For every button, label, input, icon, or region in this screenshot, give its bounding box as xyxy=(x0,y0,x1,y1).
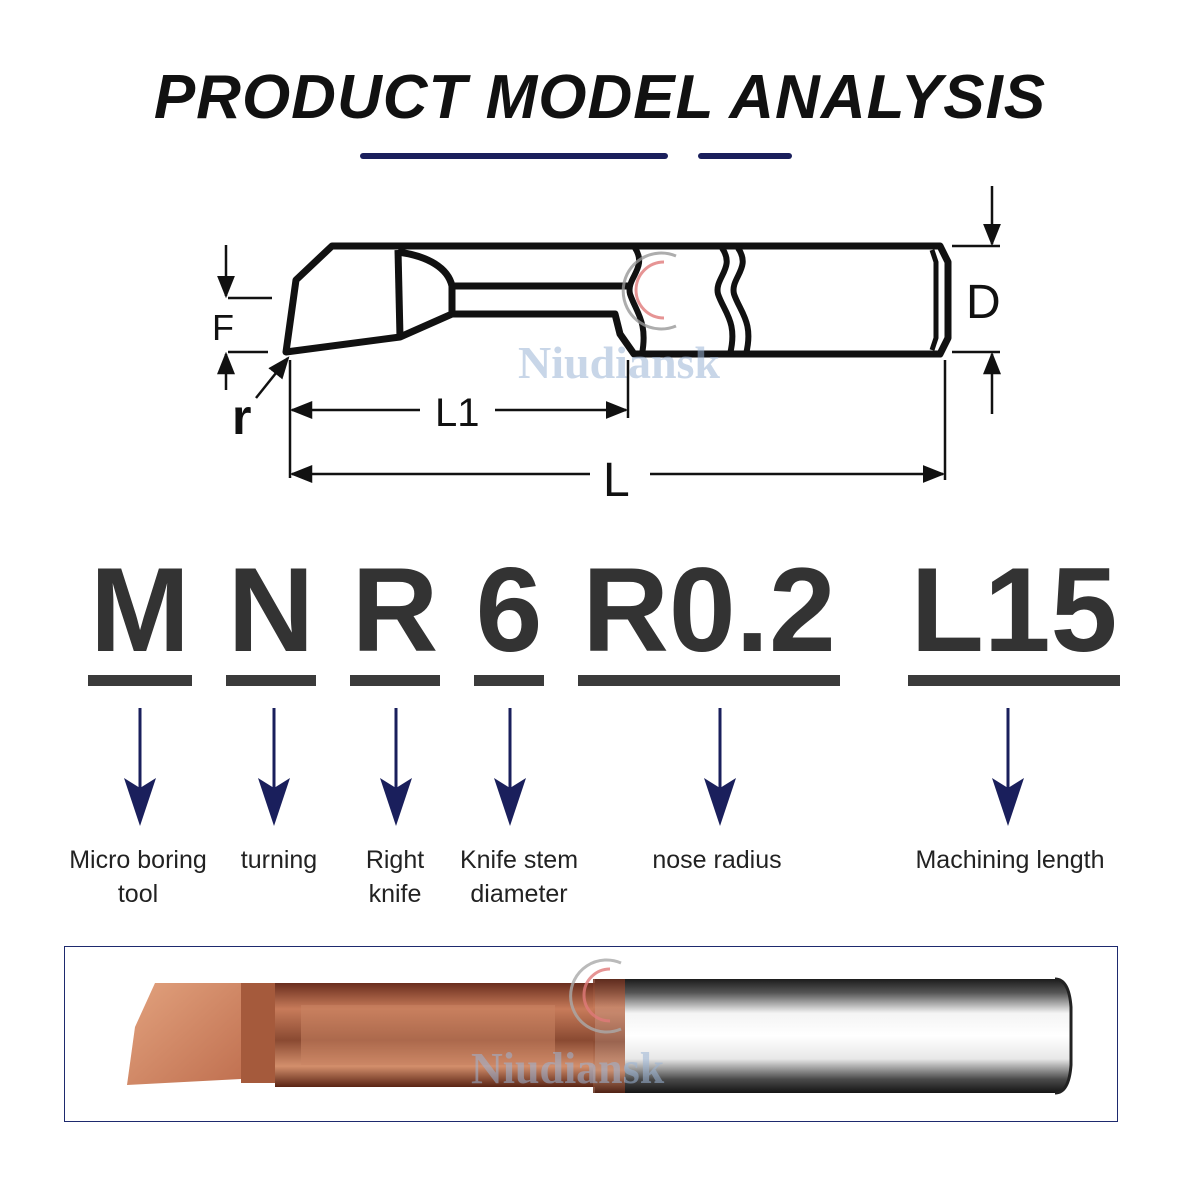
dimension-D xyxy=(952,186,1001,414)
down-arrow-icon xyxy=(494,708,526,826)
underline-6 xyxy=(474,675,544,686)
code-part-6: 6 xyxy=(475,543,543,677)
watermark-logo-top xyxy=(621,251,677,331)
label-L: L xyxy=(603,454,630,507)
underline-L15 xyxy=(908,675,1120,686)
label-D: D xyxy=(966,276,1001,329)
underline-M xyxy=(88,675,192,686)
down-arrow-icon xyxy=(124,708,156,826)
code-part-R0.2: R0.2 xyxy=(582,543,836,677)
down-arrow-icon xyxy=(992,708,1024,826)
page-title: PRODUCT MODEL ANALYSIS xyxy=(153,63,1047,132)
title-underline-short xyxy=(698,153,792,159)
tool-drawing: Niudiansk F r L1 L D xyxy=(212,186,1001,507)
label-L1: L1 xyxy=(435,391,480,435)
product-image: Niudiansk xyxy=(127,958,1073,1095)
title-underline-long xyxy=(360,153,668,159)
dimension-L1 xyxy=(288,360,630,478)
code-part-N: N xyxy=(227,543,315,677)
underline-R xyxy=(350,675,440,686)
meaning-R0.2: nose radius xyxy=(652,846,782,874)
code-part-M: M xyxy=(90,543,190,677)
meaning-6: Knife stem diameter xyxy=(459,846,579,908)
meaning-M: Micro boring tool xyxy=(69,846,207,908)
meaning-L15: Machining length xyxy=(915,846,1105,874)
watermark-logo-bottom xyxy=(569,958,622,1034)
code-part-R: R xyxy=(351,543,439,677)
label-F: F xyxy=(212,307,234,348)
underline-R0.2 xyxy=(578,675,840,686)
watermark-text-top: Niudiansk xyxy=(518,337,720,388)
product-photo-frame: Niudiansk xyxy=(64,946,1118,1122)
dimension-r xyxy=(255,356,290,399)
meaning-N: turning xyxy=(240,846,318,874)
down-arrow-icon xyxy=(380,708,412,826)
dimension-F xyxy=(217,245,272,390)
label-r: r xyxy=(232,389,251,445)
watermark-text-bottom: Niudiansk xyxy=(471,1044,665,1093)
meaning-R: Right knife xyxy=(365,846,425,908)
down-arrow-icon xyxy=(704,708,736,826)
code-part-L15: L15 xyxy=(910,543,1118,677)
underline-N xyxy=(226,675,316,686)
dimension-L xyxy=(289,360,947,483)
tool-outline xyxy=(282,242,952,358)
down-arrow-icon xyxy=(258,708,290,826)
